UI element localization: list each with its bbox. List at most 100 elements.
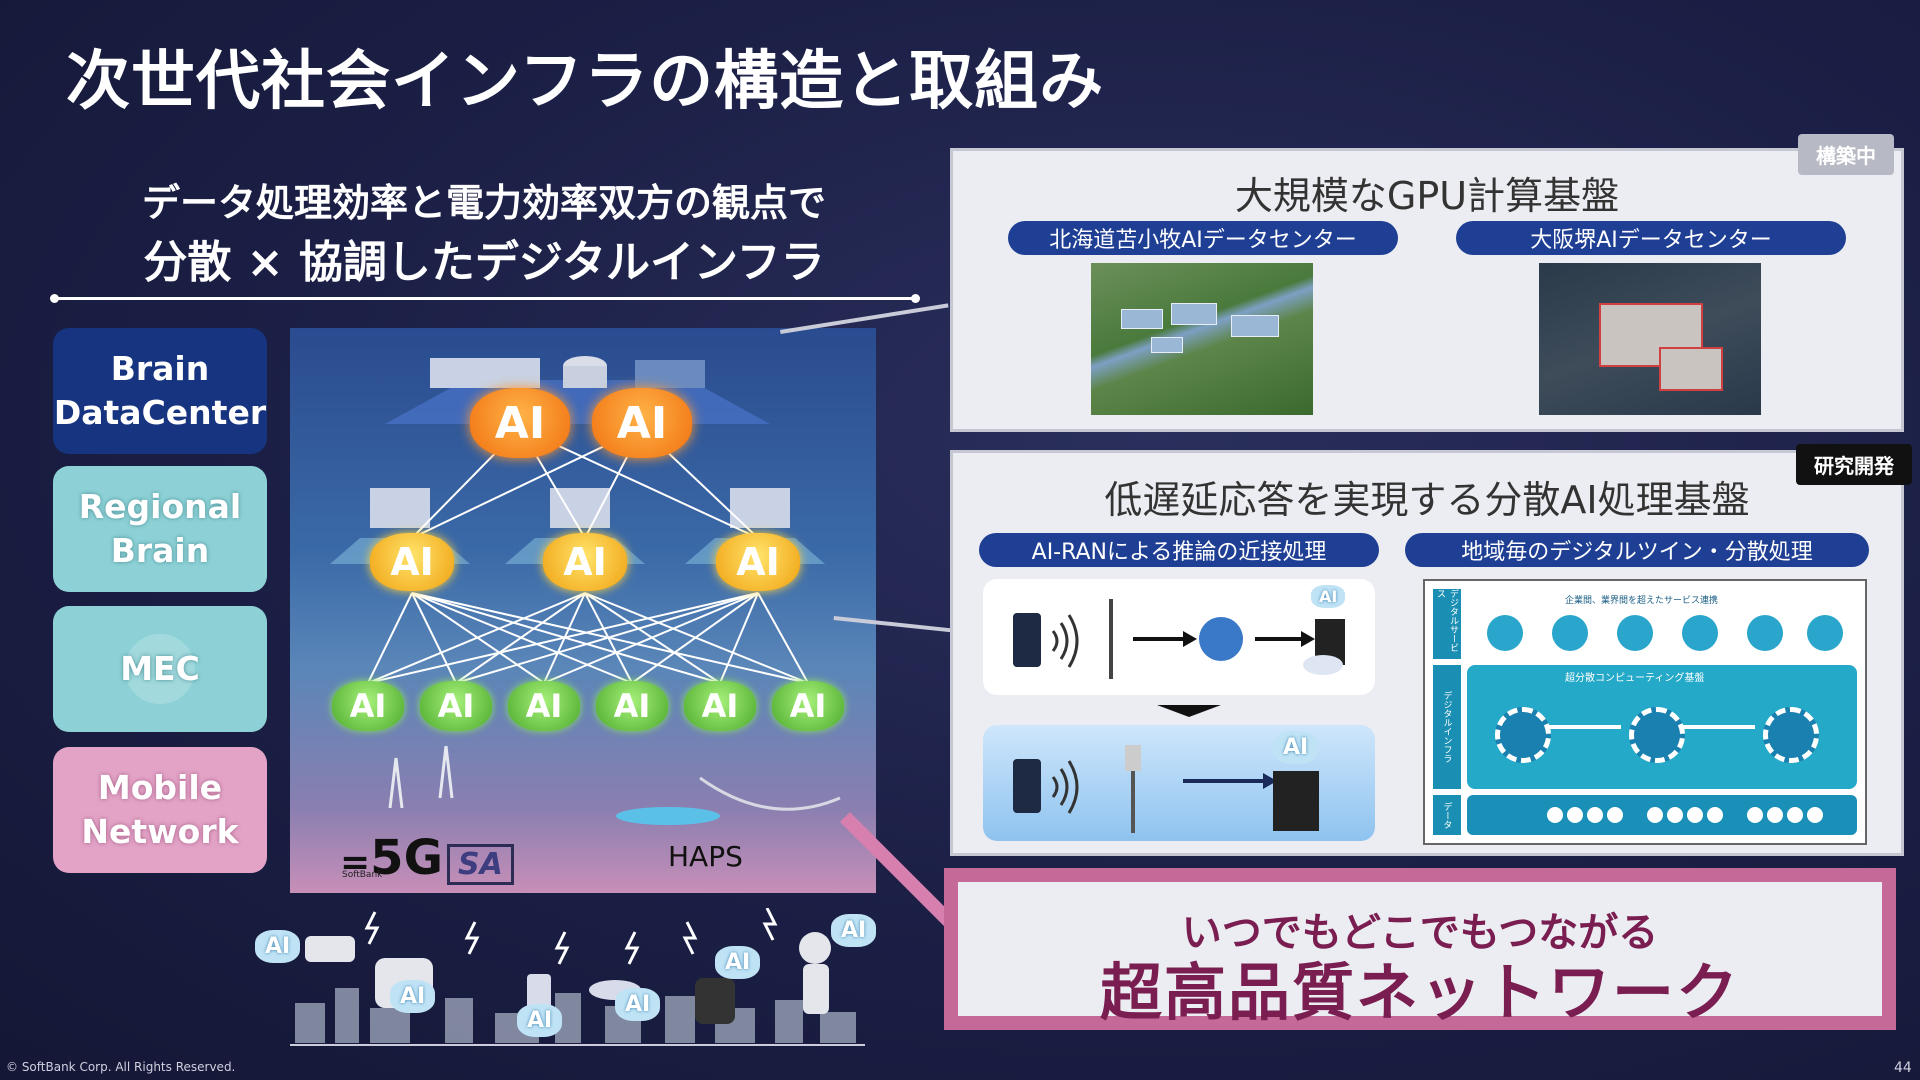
ground-line [290,1044,865,1046]
network-tagline: いつでもどこでもつながる [1181,910,1659,956]
signal-bolt-icons [364,907,778,965]
gpu-panel-title: 大規模なGPU計算基盤 [1234,174,1620,218]
ai-node-regional: AI [370,533,454,591]
network-headline: 超高品質ネットワーク [1099,956,1740,1029]
diagram-connections [330,356,841,825]
ai-node-mec: AI [420,681,492,731]
delivery-robot-icon [695,978,735,1024]
ai-node-brain: AI [592,388,692,458]
twin-infra-label: 超分散コンピューティング基盤 [1565,673,1705,684]
signal-waves-icon [1051,614,1079,668]
network-callout-inner: いつでもどこでもつながる 超高品質ネットワーク [958,882,1882,1029]
smartphone-icon [1013,759,1041,813]
down-arrow-icon [1157,705,1221,717]
ai-ran-heading: AI-RANによる推論の近接処理 [979,533,1379,567]
server-cluster-icon [635,360,705,388]
service-icon [1552,615,1588,651]
gpu-infrastructure-panel: 大規模なGPU計算基盤 北海道苫小牧AIデータセンター 大阪堺AIデータセンター [950,148,1904,432]
server-rack-icon [430,358,540,388]
subtitle: データ処理効率と電力効率双方の観点で 分散 × 協調したデジタルインフラ [54,175,914,295]
copyright: © SoftBank Corp. All Rights Reserved. [6,1060,236,1074]
ai-cloud-badge: AI [715,946,761,979]
flow-before-diagram [1013,599,1345,679]
ai-node-mec: AI [508,681,580,731]
ai-node-regional: AI [716,533,800,591]
tier-mec: MEC [53,606,267,732]
haps-wing-icon [699,776,841,811]
flow-after: AI [983,725,1375,841]
flow-after-diagram [1013,745,1319,833]
tier-label: Mobile Network [81,768,239,851]
subtitle-underline [50,294,920,303]
twin-side-service: デジタルサービス [1433,589,1461,659]
twin-side-infra: デジタルインフラ [1433,665,1461,789]
distributed-ai-panel: 低遅延応答を実現する分散AI処理基盤 AI-RANによる推論の近接処理 地域毎の… [950,450,1904,856]
subtitle-line-1: データ処理効率と電力効率双方の観点で [141,181,826,225]
humanoid-robot-icon [799,932,831,964]
network-callout: いつでもどこでもつながる 超高品質ネットワーク [944,868,1896,1030]
service-icon [1487,615,1523,651]
gear-icon [1629,707,1685,763]
ai-cloud-badge: AI [1273,731,1319,764]
smartphone-icon [1013,613,1041,667]
server-rack-icon [730,488,790,528]
ai-panel-title: 低遅延応答を実現する分散AI処理基盤 [1104,478,1750,522]
subtitle-line-2: 分散 × 協調したデジタルインフラ [143,237,825,288]
ai-cloud-badge: AI [615,988,661,1021]
ai-cloud-badge: AI [831,914,877,947]
sakai-aerial-photo [1539,263,1761,415]
ai-cloud-badge: AI [517,1004,563,1037]
digital-twin-heading: 地域毎のデジタルツイン・分散処理 [1405,533,1869,567]
hierarchy-diagram: AI AI AI AI AI AI AI AI AI AI AI [290,328,876,893]
page-title: 次世代社会インフラの構造と取組み [66,45,1105,119]
softbank-small-label: SoftBank [342,870,383,880]
ai-node-brain: AI [470,388,570,458]
tier-label: Regional Brain [78,487,242,570]
gear-icon [1763,707,1819,763]
service-icon [1682,615,1718,651]
tier-mobile-network: Mobile Network [53,747,267,873]
ai-cloud-badge: AI [390,980,436,1013]
ai-cloud-badge: AI [255,930,301,963]
ai-cloud-badge: AI [1311,585,1346,608]
tier-brain-datacenter: Brain DataCenter [53,328,267,454]
ai-node-mec: AI [596,681,668,731]
sa-badge: SA [446,844,514,885]
devices-illustration [295,907,856,1043]
tomakomai-aerial-photo [1091,263,1313,415]
page-number: 44 [1894,1060,1912,1076]
ai-node-mec: AI [772,681,844,731]
lower-mesh-links [367,592,809,684]
edge-devices-row: AI AI AI AI AI AI [255,907,877,1048]
flow-before: AI [983,579,1375,695]
edge-server-icon [1273,771,1319,831]
tier-label: Brain DataCenter [53,349,267,432]
site-pill-tomakomai: 北海道苫小牧AIデータセンター [1008,221,1398,255]
tier-label: MEC [120,649,200,688]
ai-node-mec: AI [684,681,756,731]
security-camera-icon [305,936,355,962]
service-icon [1617,615,1653,651]
haps-aircraft-icon [616,807,720,825]
data-source-icons [1547,807,1823,823]
twin-side-data: データ [1433,795,1461,835]
5g-label: 5G [370,830,443,886]
twin-service-label: 企業間、業界間を超えたサービス連携 [1565,596,1719,606]
gear-icon [1495,707,1551,763]
service-icon [1747,615,1783,651]
signal-waves-icon [1051,760,1079,814]
tier-regional-brain: Regional Brain [53,466,267,592]
twin-service-icons [1487,615,1843,823]
brain-icon [125,634,195,704]
site-pill-sakai: 大阪堺AIデータセンター [1456,221,1846,255]
ai-node-regional: AI [543,533,627,591]
cell-tower-icon [388,745,454,809]
ai-node-mec: AI [332,681,404,731]
under-construction-tag: 構築中 [1798,134,1894,175]
haps-label: HAPS [668,840,743,873]
research-tag: 研究開発 [1796,444,1912,485]
digital-twin-diagram: デジタルサービス デジタルインフラ データ 企業間、業界間を超えたサービス連携 … [1423,579,1867,845]
internet-globe-icon [1199,617,1243,661]
server-rack-icon [370,488,430,528]
